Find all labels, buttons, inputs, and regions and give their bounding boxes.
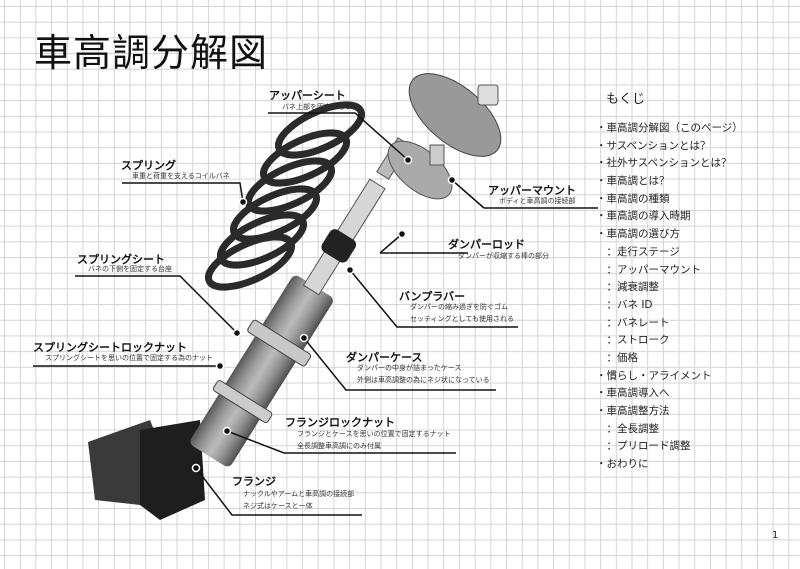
toc-item[interactable]: ：バネレート [596, 316, 670, 329]
page-title: 車高調分解図 [34, 31, 269, 75]
toc-item[interactable]: ・車高調の選び方 [596, 228, 680, 241]
desc-upper-mount: ボディと車高調の接続部 [499, 197, 576, 205]
label-flange-locknut: フランジロックナット [285, 416, 395, 429]
toc-item[interactable]: ・車高調分解図（このページ） [596, 122, 743, 134]
toc-item[interactable]: ・車高調とは？ [596, 175, 670, 188]
desc-spring-seat-locknut: スプリングシートを思いの位置で固定する為のナット [45, 354, 213, 362]
toc-item[interactable]: ：価格 [596, 351, 638, 364]
toc-item[interactable]: ・慣らし・アライメント [596, 369, 712, 382]
toc-item[interactable]: ：全長調整 [596, 422, 659, 435]
flange [88, 420, 205, 520]
desc-damper-rod: ダンパーが収縮する棒の部分 [458, 252, 549, 260]
desc-flange-2: ネジ式はケースと一体 [243, 502, 313, 510]
toc-item[interactable]: ・サスペンションとは？ [596, 139, 711, 152]
label-flange: フランジ [232, 475, 276, 488]
toc-item[interactable]: ：プリロード調整 [596, 440, 691, 453]
label-damper-rod: ダンパーロッド [448, 238, 525, 251]
toc-item[interactable]: ・おわりに [596, 458, 649, 471]
toc-item[interactable]: ・車高調の種類 [596, 192, 670, 205]
label-spring-seat-locknut: スプリングシートロックナット [33, 341, 187, 354]
desc-upper-seat: バネ上部を固定するフタ [282, 103, 359, 111]
leader-lines [33, 112, 598, 516]
upper-mount [408, 73, 502, 157]
toc-item[interactable]: ：走行ステージ [596, 245, 680, 258]
toc-item[interactable]: ・車高調の導入時期 [596, 210, 691, 223]
toc-item[interactable]: ・社外サスペンションとは？ [596, 157, 732, 170]
desc-flange-locknut-2: 全長調整車高調にのみ付属 [297, 442, 381, 450]
desc-spring: 車重と荷重を支えるコイルバネ [132, 172, 230, 180]
label-upper-seat: アッパーシート [269, 89, 346, 102]
toc-item[interactable]: ：ストローク [596, 334, 670, 347]
toc-heading: もくじ [606, 92, 646, 107]
label-damper-case: ダンパーケース [346, 351, 423, 364]
leader-dots [191, 155, 457, 473]
toc-item[interactable]: ：減衰調整 [596, 281, 659, 294]
desc-bump-rubber-1: ダンパーの縮み過ぎを防ぐゴム [410, 303, 508, 311]
toc-item[interactable]: ：アッパーマウント [596, 263, 701, 276]
desc-spring-seat: バネの下側を固定する台座 [88, 265, 172, 273]
toc-item[interactable]: ：バネ ID [596, 298, 653, 311]
desc-flange-locknut-1: フランジとケースを思いの位置で固定するナット [297, 430, 451, 438]
label-spring: スプリング [121, 159, 176, 172]
desc-damper-case-1: ダンパーの中身が詰まったケース [357, 364, 462, 372]
spring [205, 101, 365, 291]
toc-item[interactable]: ・車高調導入へ [596, 387, 670, 400]
toc-item[interactable]: ・車高調整方法 [596, 405, 670, 417]
label-upper-mount: アッパーマウント [488, 184, 576, 197]
label-spring-seat: スプリングシート [77, 253, 165, 266]
page-number: 1 [772, 530, 779, 541]
desc-damper-case-2: 外側は車高調整の為にネジ状になっている [357, 376, 490, 384]
desc-flange-1: ナックルやアームと車高調の接続部 [243, 490, 355, 498]
table-of-contents: ・車高調分解図（このページ） ・サスペンションとは？ ・社外サスペンションとは？ ・車… [596, 120, 743, 474]
desc-bump-rubber-2: セッティングとしても使用される [410, 315, 515, 323]
label-bump-rubber: バンプラバー [399, 290, 466, 303]
